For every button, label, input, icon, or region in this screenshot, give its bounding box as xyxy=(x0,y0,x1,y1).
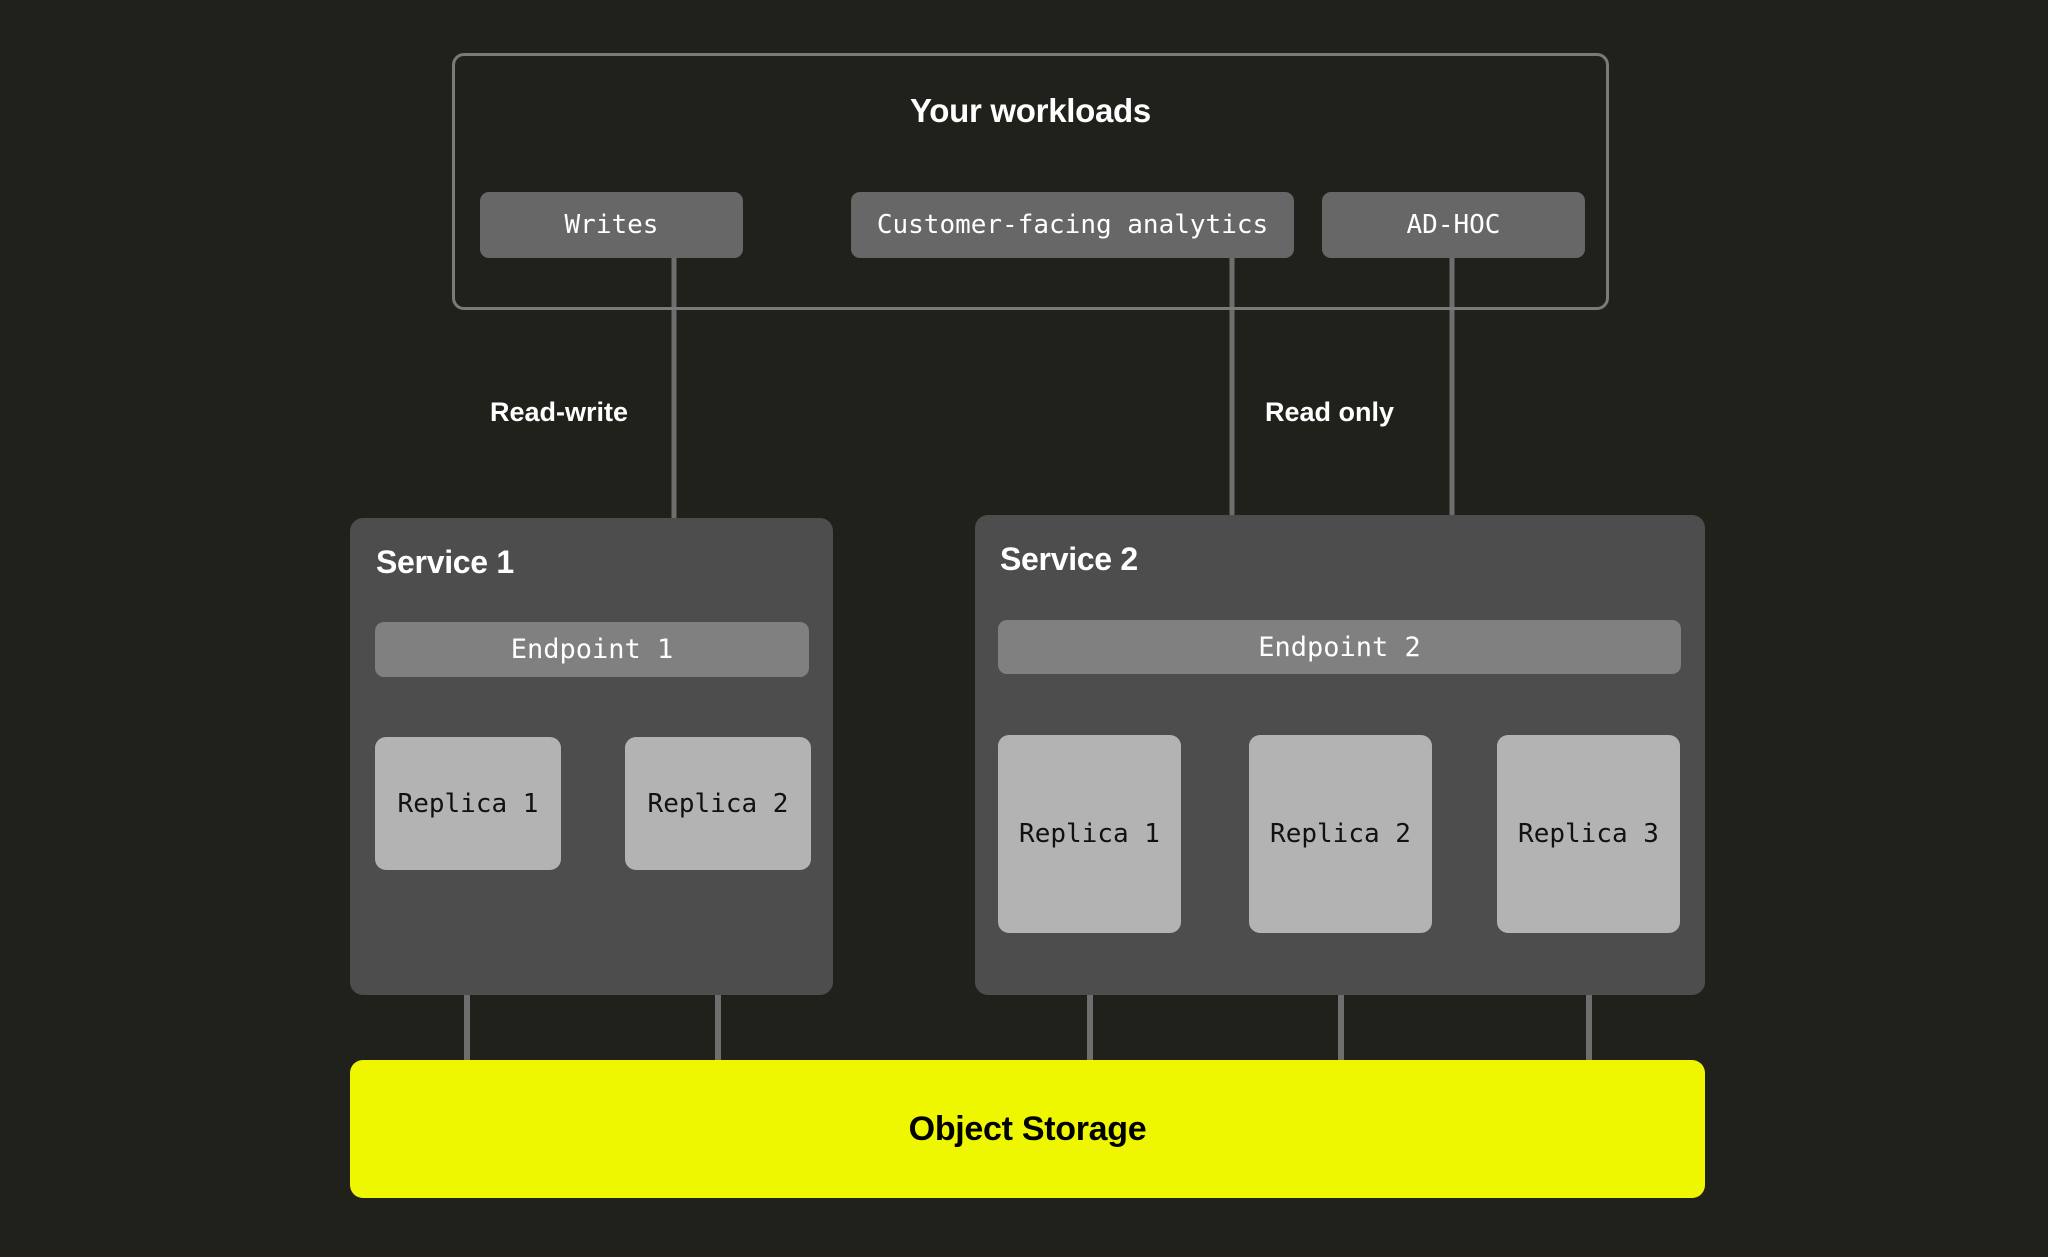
service-1-replica-1-label: Replica 1 xyxy=(397,788,539,819)
workload-chip-ad-hoc-label: AD-HOC xyxy=(1406,210,1501,240)
workloads-container xyxy=(452,53,1609,310)
service-1-endpoint-label: Endpoint 1 xyxy=(510,634,674,665)
service-2-endpoint-label: Endpoint 2 xyxy=(1258,631,1421,663)
service-1-endpoint[interactable]: Endpoint 1 xyxy=(375,622,809,677)
edge-label-read-write: Read-write xyxy=(490,397,629,427)
service-1-replica-1[interactable]: Replica 1 xyxy=(375,737,561,870)
service-2-replica-1[interactable]: Replica 1 xyxy=(998,735,1181,933)
service-2-title: Service 2 xyxy=(1000,541,1138,577)
service-2-replica-2[interactable]: Replica 2 xyxy=(1249,735,1432,933)
service-1-replica-2[interactable]: Replica 2 xyxy=(625,737,811,870)
service-1-replica-2-label: Replica 2 xyxy=(647,788,789,819)
service-2-replica-2-label: Replica 2 xyxy=(1270,819,1411,849)
object-storage-bar[interactable]: Object Storage xyxy=(350,1060,1705,1198)
object-storage-label: Object Storage xyxy=(908,1109,1147,1148)
workloads-title: Your workloads xyxy=(910,92,1151,129)
workload-chip-writes-label: Writes xyxy=(564,210,659,240)
workload-chip-writes[interactable]: Writes xyxy=(480,192,743,258)
service-2-replica-1-label: Replica 1 xyxy=(1019,819,1160,849)
service-2-replica-3[interactable]: Replica 3 xyxy=(1497,735,1680,933)
service-1-title: Service 1 xyxy=(376,544,514,580)
workload-chip-customer-facing-analytics[interactable]: Customer-facing analytics xyxy=(851,192,1294,258)
workload-chip-customer-facing-analytics-label: Customer-facing analytics xyxy=(876,210,1269,240)
edge-label-read-only: Read only xyxy=(1265,397,1395,427)
workload-chip-ad-hoc[interactable]: AD-HOC xyxy=(1322,192,1585,258)
service-2-endpoint[interactable]: Endpoint 2 xyxy=(998,620,1681,674)
service-2-replica-3-label: Replica 3 xyxy=(1518,819,1659,849)
